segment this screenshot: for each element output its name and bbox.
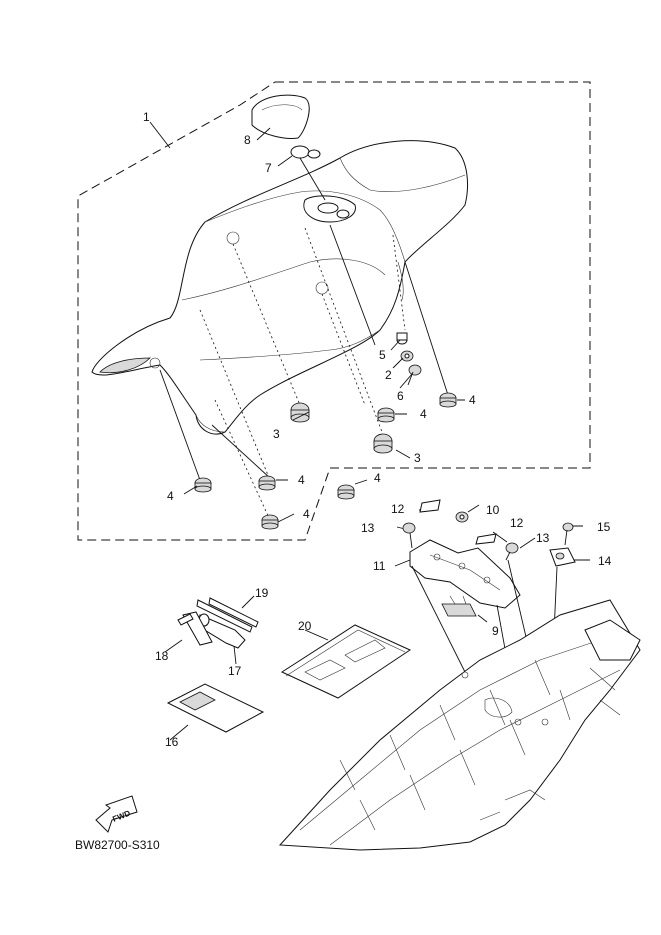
- part-19-wrench: [196, 597, 259, 633]
- callout-12-b: 12: [510, 516, 524, 530]
- callout-4-mid: 4: [420, 407, 427, 421]
- seat: [91, 140, 468, 435]
- callout-4-c: 4: [298, 473, 305, 487]
- part-15-screw: [562, 522, 574, 546]
- grommet-4-e: [261, 514, 279, 530]
- rear-frame: [278, 599, 641, 851]
- callout-4-d: 4: [374, 471, 381, 485]
- callout-3-left: 3: [273, 427, 280, 441]
- callout-11: 11: [373, 559, 386, 573]
- grommet-3a: [290, 402, 310, 423]
- callout-18: 18: [155, 649, 169, 663]
- callout-13-b: 13: [536, 531, 550, 545]
- fwd-arrow: FWD: [95, 795, 138, 833]
- callout-8: 8: [244, 133, 251, 147]
- callout-13-a: 13: [361, 521, 375, 535]
- leader-lines: [149, 121, 590, 741]
- part-10-nut: [455, 511, 469, 523]
- callout-1: 1: [143, 110, 150, 124]
- callout-5: 5: [379, 348, 386, 362]
- part-12-labels: [419, 499, 497, 545]
- callout-4-e: 4: [303, 507, 310, 521]
- part-9-clip: [441, 595, 477, 617]
- grommets: [194, 392, 457, 530]
- callout-20: 20: [298, 619, 312, 633]
- diagram-code: BW82700-S310: [75, 838, 160, 852]
- part-14-clamp: [549, 547, 576, 567]
- callout-16: 16: [165, 735, 179, 749]
- part-7-washer: [290, 145, 326, 201]
- callout-15: 15: [597, 520, 611, 534]
- grommet-4-d: [337, 484, 355, 500]
- grommet-4-left: [194, 477, 212, 493]
- callout-10: 10: [486, 503, 500, 517]
- callout-4-right: 4: [469, 393, 476, 407]
- part-5-collar: [396, 332, 408, 345]
- callout-6: 6: [397, 389, 404, 403]
- callout-7: 7: [265, 161, 272, 175]
- callout-2: 2: [385, 368, 392, 382]
- callout-17: 17: [228, 664, 242, 678]
- grommet-3b: [373, 433, 393, 454]
- part-6-bolt: [407, 364, 422, 386]
- projection-lines: [199, 227, 406, 521]
- part-16-pouch: [166, 683, 265, 733]
- callout-3-right: 3: [414, 451, 421, 465]
- grommet-4-right: [439, 392, 457, 408]
- callout-numbers: 1 8 7 5 2 6 4 4 3 3 4 4 4 4 12 10 12 13 …: [143, 110, 612, 749]
- callout-4-left: 4: [167, 489, 174, 503]
- callout-9: 9: [492, 624, 499, 638]
- seat-assembly-boundary: [77, 81, 591, 541]
- callout-19: 19: [255, 586, 269, 600]
- part-18-hex-key: [177, 611, 213, 646]
- part-11-bracket: [409, 539, 521, 609]
- part-20-manual: [280, 624, 412, 699]
- callout-12-a: 12: [391, 502, 405, 516]
- part-8-pad: [251, 94, 310, 139]
- callout-14: 14: [598, 554, 612, 568]
- grommet-4-mid: [377, 407, 395, 423]
- part-2-washer: [400, 350, 414, 362]
- part-13-bolts: [402, 522, 519, 561]
- grommet-4-c: [258, 475, 276, 491]
